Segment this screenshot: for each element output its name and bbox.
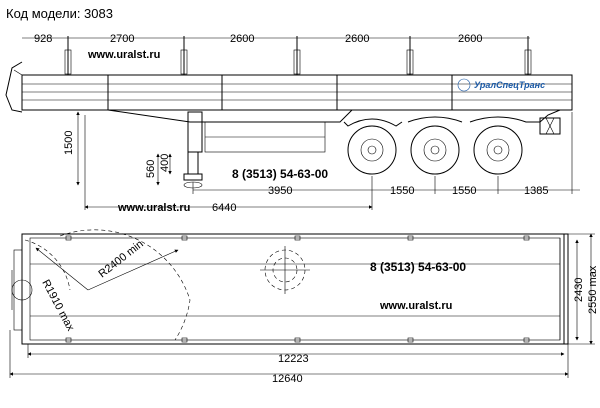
length-dim-12223: 12223 bbox=[278, 353, 309, 365]
bottom-dim-1550-a: 1550 bbox=[390, 185, 414, 197]
website-side-bottom: www.uralst.ru bbox=[117, 202, 190, 214]
bottom-dim-1550-b: 1550 bbox=[452, 185, 476, 197]
phone-side: 8 (3513) 54-63-00 bbox=[232, 167, 328, 181]
top-dim-4: 2600 bbox=[345, 33, 369, 45]
overall-dim-6440: 6440 bbox=[212, 202, 236, 214]
website-side-top: www.uralst.ru bbox=[87, 49, 160, 61]
radius-arc-large bbox=[59, 229, 191, 341]
phone-top: 8 (3513) 54-63-00 bbox=[370, 260, 466, 274]
top-dim-3: 2600 bbox=[230, 33, 254, 45]
top-view: R1910 max R2400 min 8 (3513) 54-63-00 ww… bbox=[9, 229, 599, 385]
brand-logo: УралСпецТранс bbox=[474, 80, 545, 90]
website-top: www.uralst.ru bbox=[379, 300, 452, 312]
height-dim-1500: 1500 bbox=[63, 131, 75, 155]
rear-bumper bbox=[539, 117, 561, 135]
height-dim-560: 560 bbox=[145, 160, 157, 178]
top-dim-2: 2700 bbox=[110, 33, 134, 45]
gooseneck-front bbox=[5, 61, 23, 113]
top-dim-5: 2600 bbox=[458, 33, 482, 45]
frame-beam bbox=[107, 109, 353, 123]
top-posts bbox=[65, 235, 530, 343]
stake-posts bbox=[64, 36, 532, 75]
height-dim-400: 400 bbox=[159, 154, 171, 172]
platform-outline bbox=[21, 233, 569, 345]
bottom-dim-3950: 3950 bbox=[268, 185, 292, 197]
side-view: 928 2700 2600 2600 2600 www.uralst.ru bbox=[5, 33, 580, 214]
model-label: Код модели: 3083 bbox=[6, 6, 113, 21]
width-dim-2430: 2430 bbox=[573, 278, 585, 302]
radius-label-1910: R1910 max bbox=[39, 278, 76, 334]
radius-label-2400: R2400 min bbox=[96, 238, 145, 280]
top-dim-1: 928 bbox=[34, 33, 52, 45]
width-dim-2550: 2550 max bbox=[587, 265, 599, 314]
length-dim-12640: 12640 bbox=[272, 373, 303, 385]
bottom-dim-1385: 1385 bbox=[524, 185, 548, 197]
wheel-set bbox=[343, 109, 561, 175]
radius-arc-small bbox=[24, 239, 71, 291]
landing-gear bbox=[183, 111, 326, 189]
side-board-dividers bbox=[107, 75, 453, 110]
